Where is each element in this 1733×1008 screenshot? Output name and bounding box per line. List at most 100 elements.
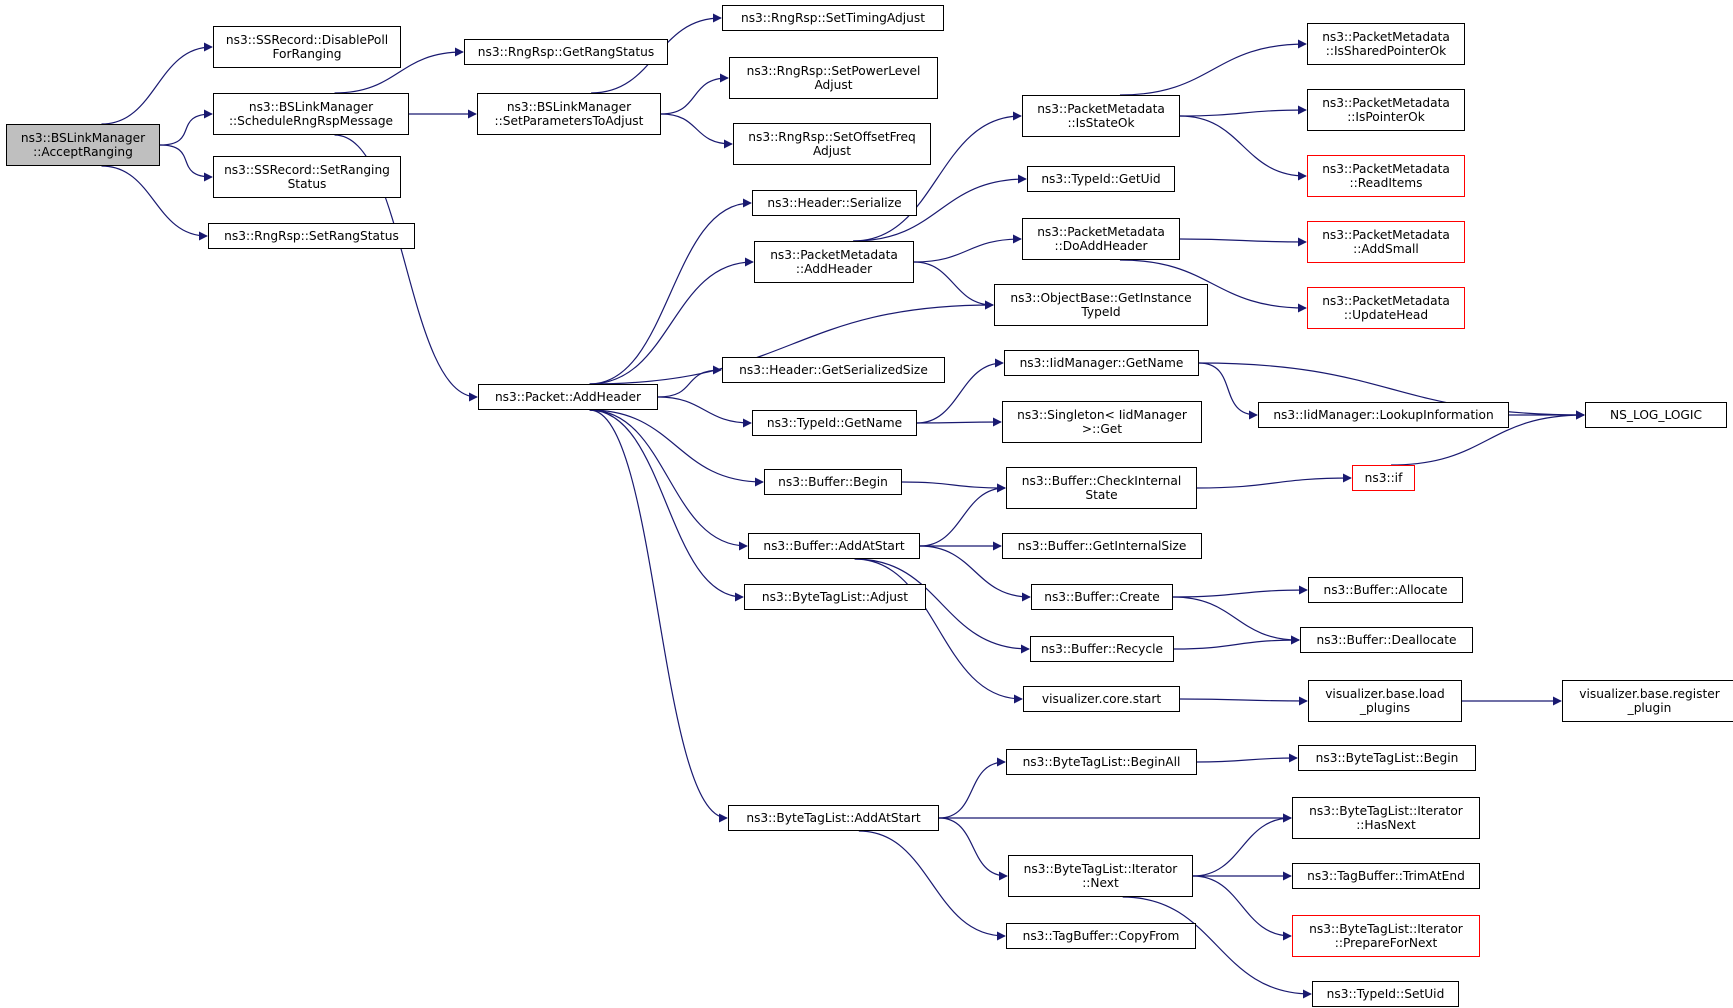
edge-n13-n20 (853, 111, 1022, 242)
node-visualizer-core-start[interactable]: visualizer.core.start (1023, 686, 1180, 712)
node-tagbuffer-copyfrom[interactable]: ns3::TagBuffer::CopyFrom (1006, 923, 1196, 949)
node-iidmanager-lookupinformation[interactable]: ns3::IidManager::LookupInformation (1258, 402, 1509, 428)
node-bytetaglist-adjust[interactable]: ns3::ByteTagList::Adjust (744, 584, 926, 610)
node-ns-log-logic[interactable]: NS_LOG_LOGIC (1585, 402, 1727, 428)
node-bslinkmanager-schedulerngrspmessage[interactable]: ns3::BSLinkManager ::ScheduleRngRspMessa… (213, 93, 409, 135)
edge-n8-n18 (589, 409, 744, 602)
node-buffer-deallocate[interactable]: ns3::Buffer::Deallocate (1300, 627, 1473, 653)
edge-n20-n36 (1179, 115, 1307, 181)
node-ssrecord-disablepollforranging[interactable]: ns3::SSRecord::DisablePoll ForRanging (213, 26, 401, 68)
edge-n19-n31 (938, 757, 1006, 819)
edge-n3-n6 (334, 47, 464, 94)
edge-n8-n14 (657, 365, 722, 398)
node-rngrsp-setoffsetfreqadjust[interactable]: ns3::RngRsp::SetOffsetFreq Adjust (733, 123, 931, 165)
node-buffer-addatstart[interactable]: ns3::Buffer::AddAtStart (748, 533, 920, 559)
edge-n19-n32 (938, 817, 1008, 881)
node-bytetaglist-beginall[interactable]: ns3::ByteTagList::BeginAll (1006, 749, 1197, 775)
node-bslinkmanager-setparameterstoadjust[interactable]: ns3::BSLinkManager ::SetParametersToAdju… (477, 93, 661, 135)
node-typeid-getname[interactable]: ns3::TypeId::GetName (752, 410, 917, 436)
edge-n15-n24 (916, 358, 1004, 424)
edge-n1-n5 (101, 165, 208, 241)
node-bytetaglist-addatstart[interactable]: ns3::ByteTagList::AddAtStart (728, 805, 939, 831)
edge-n17-n29 (854, 558, 1030, 654)
node-bytetaglist-iterator-preparefornext[interactable]: ns3::ByteTagList::Iterator ::PrepareForN… (1292, 915, 1480, 957)
node-visualizer-base-register-plugin[interactable]: visualizer.base.register _plugin (1562, 680, 1733, 722)
edge-n32-n47 (1192, 875, 1292, 941)
node-header-getserializedsize[interactable]: ns3::Header::GetSerializedSize (722, 357, 945, 383)
edge-n8-n16 (589, 409, 764, 487)
node-packetmetadata-issharedpointerok[interactable]: ns3::PacketMetadata ::IsSharedPointerOk (1307, 23, 1465, 65)
edge-n24-n39 (1198, 362, 1258, 420)
edge-n22-n38 (1119, 259, 1307, 313)
node-rngrsp-setrangstatus[interactable]: ns3::RngRsp::SetRangStatus (208, 223, 415, 249)
edge-n15-n25 (916, 417, 1002, 427)
node-packet-addheader[interactable]: ns3::Packet::AddHeader (478, 384, 658, 410)
node-tagbuffer-trimatend[interactable]: ns3::TagBuffer::TrimAtEnd (1292, 863, 1480, 889)
edge-n7-n11 (660, 113, 733, 149)
edge-n30-n43 (1179, 696, 1308, 706)
edge-n8-n23 (589, 300, 994, 385)
node-rngrsp-settimingadjust[interactable]: ns3::RngRsp::SetTimingAdjust (722, 5, 944, 31)
node-packetmetadata-updatehead[interactable]: ns3::PacketMetadata ::UpdateHead (1307, 287, 1465, 329)
edge-n13-n21 (853, 174, 1027, 242)
node-bslinkmanager-acceptranging: ns3::BSLinkManager ::AcceptRanging (6, 124, 160, 166)
node-buffer-begin[interactable]: ns3::Buffer::Begin (764, 469, 902, 495)
node-rngrsp-getrangstatus[interactable]: ns3::RngRsp::GetRangStatus (464, 39, 668, 65)
edge-n8-n15 (657, 396, 752, 428)
node-buffer-getinternalsize[interactable]: ns3::Buffer::GetInternalSize (1002, 533, 1202, 559)
node-packetmetadata-addheader[interactable]: ns3::PacketMetadata ::AddHeader (754, 241, 914, 283)
edge-n17-n26 (919, 483, 1006, 547)
node-typeid-getuid[interactable]: ns3::TypeId::GetUid (1027, 166, 1175, 192)
edge-n1-n2 (101, 42, 213, 125)
edge-n13-n23 (913, 261, 994, 310)
edge-n1-n4 (159, 144, 213, 182)
node-buffer-checkinternalstate[interactable]: ns3::Buffer::CheckInternal State (1006, 467, 1197, 509)
node-visualizer-base-load-plugins[interactable]: visualizer.base.load _plugins (1308, 680, 1462, 722)
node-iidmanager-getname[interactable]: ns3::IidManager::GetName (1004, 350, 1199, 376)
edge-n3-n8 (334, 134, 478, 402)
node-singleton-iidmanager-get[interactable]: ns3::Singleton< IidManager >::Get (1002, 401, 1202, 443)
edge-n32-n45 (1192, 813, 1292, 877)
edge-n28-n42 (1172, 596, 1300, 645)
node-rngrsp-setpowerleveladjust[interactable]: ns3::RngRsp::SetPowerLevel Adjust (729, 57, 938, 99)
edge-n19-n33 (858, 830, 1006, 941)
call-edges (101, 13, 1585, 999)
edge-n26-n40 (1196, 473, 1352, 489)
edge-n16-n26 (901, 481, 1006, 493)
node-header-serialize[interactable]: ns3::Header::Serialize (752, 190, 917, 216)
edge-n32-n48 (1122, 896, 1312, 999)
edge-n29-n42 (1173, 635, 1300, 650)
node-buffer-create[interactable]: ns3::Buffer::Create (1031, 584, 1173, 610)
edge-n22-n37 (1179, 237, 1307, 247)
edge-n8-n12 (589, 198, 752, 385)
node-objectbase-getinstancetypeid[interactable]: ns3::ObjectBase::GetInstance TypeId (994, 284, 1208, 326)
node-ns3-if[interactable]: ns3::if (1352, 465, 1415, 491)
edge-n8-n13 (589, 257, 754, 385)
node-bytetaglist-iterator-hasnext[interactable]: ns3::ByteTagList::Iterator ::HasNext (1292, 797, 1480, 839)
node-packetmetadata-addsmall[interactable]: ns3::PacketMetadata ::AddSmall (1307, 221, 1465, 263)
node-packetmetadata-readitems[interactable]: ns3::PacketMetadata ::ReadItems (1307, 155, 1465, 197)
node-packetmetadata-doaddheader[interactable]: ns3::PacketMetadata ::DoAddHeader (1022, 218, 1180, 260)
edge-n31-n44 (1196, 753, 1298, 763)
edge-n7-n10 (660, 73, 729, 115)
edge-n13-n22 (913, 234, 1022, 263)
edge-n8-n17 (589, 409, 748, 551)
node-bytetaglist-begin[interactable]: ns3::ByteTagList::Begin (1298, 745, 1476, 771)
node-buffer-recycle[interactable]: ns3::Buffer::Recycle (1030, 636, 1174, 662)
edge-n40-n49 (1391, 410, 1585, 466)
node-packetmetadata-ispointerok[interactable]: ns3::PacketMetadata ::IsPointerOk (1307, 89, 1465, 131)
node-typeid-setuid[interactable]: ns3::TypeId::SetUid (1312, 981, 1459, 1007)
node-ssrecord-setrangingstatus[interactable]: ns3::SSRecord::SetRanging Status (213, 156, 401, 198)
edge-n20-n35 (1179, 105, 1307, 117)
node-buffer-allocate[interactable]: ns3::Buffer::Allocate (1308, 577, 1463, 603)
edge-n17-n28 (919, 545, 1031, 602)
node-packetmetadata-isstateok[interactable]: ns3::PacketMetadata ::IsStateOk (1022, 95, 1180, 137)
edge-n1-n3 (159, 109, 213, 146)
edge-n28-n41 (1172, 585, 1308, 598)
edge-n20-n34 (1119, 39, 1307, 96)
edge-n24-n49 (1198, 362, 1585, 420)
node-bytetaglist-iterator-next[interactable]: ns3::ByteTagList::Iterator ::Next (1008, 855, 1193, 897)
edge-n8-n19 (589, 409, 728, 823)
edge-n17-n30 (854, 558, 1023, 704)
